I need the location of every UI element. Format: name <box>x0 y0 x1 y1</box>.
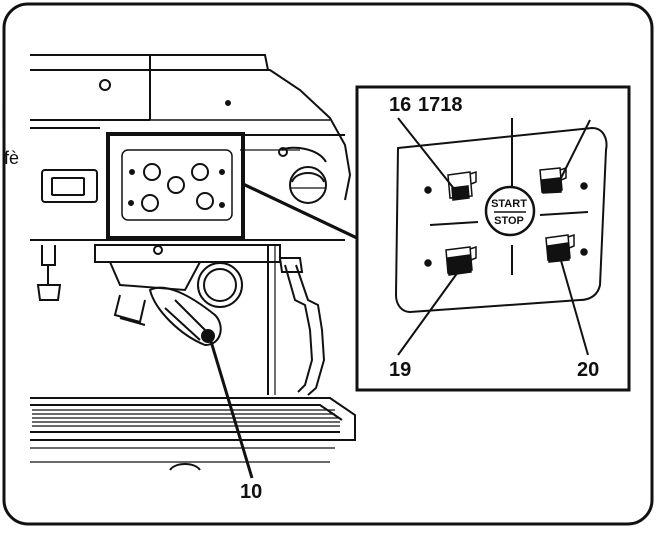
leader-line-10 <box>208 337 254 479</box>
zoom-panel <box>355 85 631 392</box>
callout-label-20: 20 <box>577 359 600 381</box>
button-20 <box>545 233 575 263</box>
button-19 <box>445 245 477 276</box>
button-16 <box>447 170 477 201</box>
zoom-control-plate <box>394 126 608 314</box>
start-button-label: START <box>491 198 527 210</box>
callout-label-16: 16 <box>389 94 412 116</box>
button-18 <box>539 166 567 194</box>
drip-tray-grate <box>32 409 340 427</box>
fragment-text: fè <box>4 148 20 168</box>
zoom-buttons <box>424 166 588 276</box>
leader-dot-10 <box>201 329 215 343</box>
stop-button-label: STOP <box>494 215 524 227</box>
callout-label-10: 10 <box>240 481 263 503</box>
zoom-leader-lines <box>397 117 591 356</box>
callout-label-1718: 1718 <box>418 94 463 116</box>
callout-label-19: 19 <box>389 359 412 381</box>
highlight-box <box>106 132 245 240</box>
